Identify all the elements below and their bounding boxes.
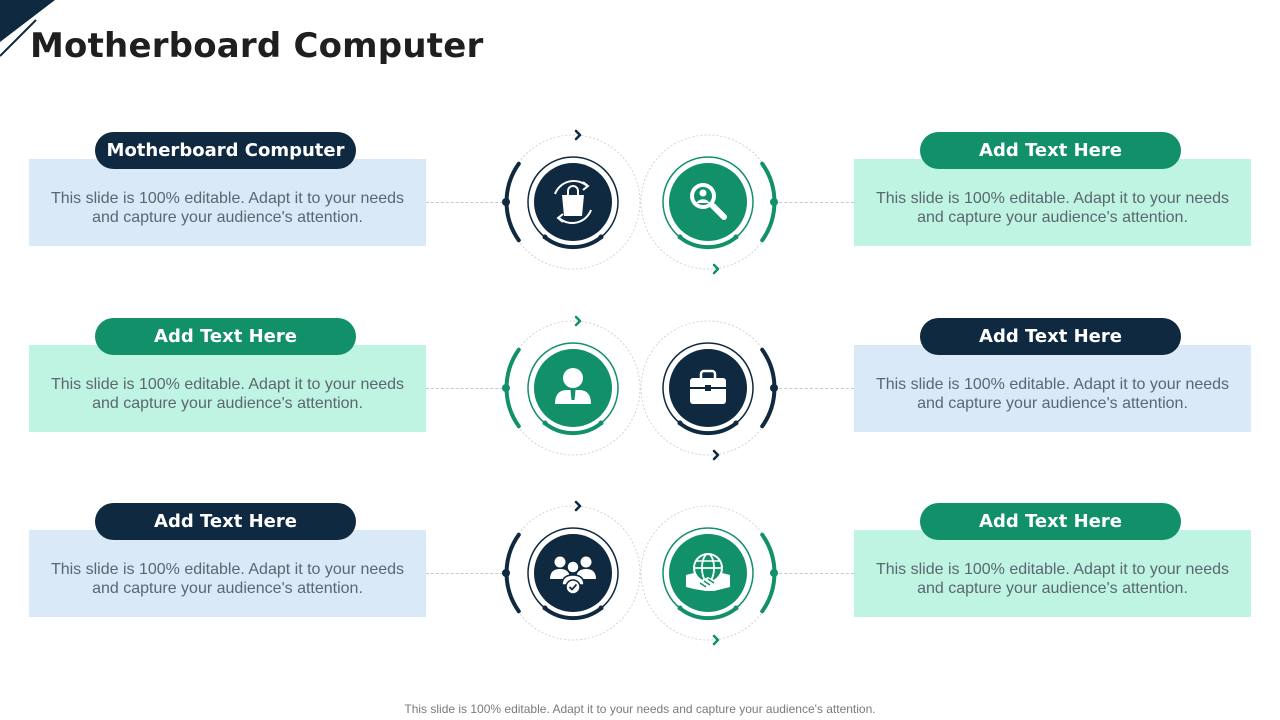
card-text: This slide is 100% editable. Adapt it to… [50,561,405,597]
info-card-4: This slide is 100% editable. Adapt it to… [854,345,1251,432]
connector-line [426,202,508,203]
info-card-6: This slide is 100% editable. Adapt it to… [854,530,1251,617]
connector-line [774,573,854,574]
card-label-6: Add Text Here [920,503,1181,540]
briefcase-icon [670,350,746,426]
card-label-2: Add Text Here [920,132,1181,169]
card-text: This slide is 100% editable. Adapt it to… [875,190,1230,226]
card-label-1: Motherboard Computer [95,132,356,169]
card-text: This slide is 100% editable. Adapt it to… [875,376,1230,412]
shopping-bag-refresh-icon [535,164,611,240]
card-label-4: Add Text Here [920,318,1181,355]
info-card-1: This slide is 100% editable. Adapt it to… [29,159,426,246]
connector-line [426,573,508,574]
connector-line [774,202,854,203]
team-check-icon [535,535,611,611]
user-icon [535,350,611,426]
connector-line [774,388,854,389]
card-text: This slide is 100% editable. Adapt it to… [875,561,1230,597]
search-person-icon [670,164,746,240]
info-card-2: This slide is 100% editable. Adapt it to… [854,159,1251,246]
corner-decoration [0,0,55,57]
card-label-3: Add Text Here [95,318,356,355]
info-card-3: This slide is 100% editable. Adapt it to… [29,345,426,432]
globe-handshake-icon [670,535,746,611]
card-label-5: Add Text Here [95,503,356,540]
card-text: This slide is 100% editable. Adapt it to… [50,376,405,412]
footer-note: This slide is 100% editable. Adapt it to… [404,702,876,716]
card-text: This slide is 100% editable. Adapt it to… [50,190,405,226]
page-title: Motherboard Computer [30,26,484,66]
connector-line [426,388,508,389]
info-card-5: This slide is 100% editable. Adapt it to… [29,530,426,617]
